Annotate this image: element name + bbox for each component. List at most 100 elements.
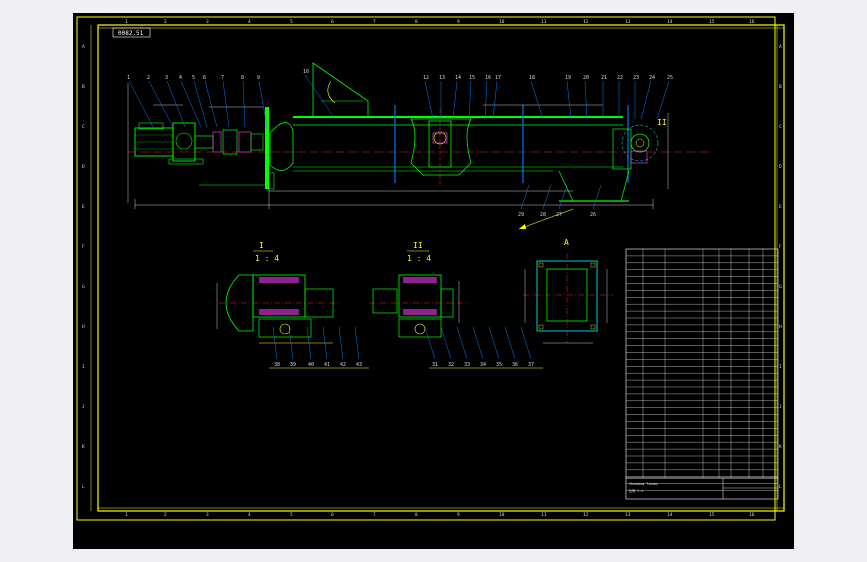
balloon-label: 37 bbox=[528, 362, 534, 368]
column-label: 16 bbox=[749, 19, 755, 25]
column-label: 3 bbox=[206, 512, 209, 518]
balloon-label: 43 bbox=[356, 362, 362, 368]
leader-line bbox=[424, 326, 436, 360]
balloon-label: 12 bbox=[423, 75, 429, 81]
balloon-label: 26 bbox=[590, 212, 596, 218]
column-label: 6 bbox=[331, 512, 334, 518]
leader-line bbox=[530, 80, 544, 120]
balloon-label: 41 bbox=[324, 362, 330, 368]
balloon-label: 20 bbox=[583, 75, 589, 81]
leader-line bbox=[148, 80, 174, 128]
leader-line bbox=[558, 184, 568, 210]
leader-line bbox=[488, 326, 500, 360]
column-label: 12 bbox=[583, 19, 589, 25]
leader-line bbox=[304, 74, 336, 120]
balloon-label: 27 bbox=[556, 212, 562, 218]
svg-text:1 : 4: 1 : 4 bbox=[407, 254, 431, 263]
column-label: 14 bbox=[667, 512, 673, 518]
svg-text:1 : 4: 1 : 4 bbox=[255, 254, 279, 263]
row-label: B bbox=[82, 84, 85, 90]
balloon-label: 3 bbox=[165, 75, 168, 81]
leader-line bbox=[424, 80, 434, 120]
column-label: 10 bbox=[499, 512, 505, 518]
row-label: L bbox=[82, 484, 85, 490]
balloon-label: 18 bbox=[529, 75, 535, 81]
leader-line bbox=[542, 184, 552, 210]
tail-bearing bbox=[630, 133, 650, 153]
balloon-label: 19 bbox=[565, 75, 571, 81]
leader-line bbox=[468, 80, 472, 120]
row-label: K bbox=[82, 444, 85, 450]
column-label: 12 bbox=[583, 512, 589, 518]
detail-ii-callout bbox=[621, 124, 659, 162]
leader-line bbox=[288, 326, 294, 360]
parts-list-table bbox=[625, 248, 779, 500]
balloon-label: 9 bbox=[257, 75, 260, 81]
outer-frame bbox=[76, 16, 776, 521]
leader-line bbox=[484, 80, 488, 120]
main-view: II bbox=[127, 62, 713, 230]
leader-line bbox=[492, 80, 498, 120]
balloon-label: 35 bbox=[496, 362, 502, 368]
leader-line bbox=[592, 184, 602, 210]
leader-line bbox=[242, 80, 246, 128]
column-label: 13 bbox=[625, 19, 631, 25]
leader-line bbox=[640, 80, 652, 120]
column-label: 7 bbox=[373, 512, 376, 518]
row-label: C bbox=[82, 124, 85, 130]
balloon-label: 7 bbox=[221, 75, 224, 81]
row-label: E bbox=[779, 204, 782, 210]
column-label: 14 bbox=[667, 19, 673, 25]
leader-line bbox=[272, 326, 278, 360]
balloon-label: 21 bbox=[601, 75, 607, 81]
leader-line bbox=[452, 80, 458, 120]
row-label: D bbox=[82, 164, 85, 170]
row-label: H bbox=[82, 324, 85, 330]
balloon-label: 17 bbox=[495, 75, 501, 81]
column-label: 2 bbox=[164, 512, 167, 518]
column-label: 6 bbox=[331, 19, 334, 25]
leader-line bbox=[440, 326, 452, 360]
row-label: J bbox=[779, 404, 782, 410]
column-label: 4 bbox=[248, 512, 251, 518]
balloon-label: 31 bbox=[432, 362, 438, 368]
row-label: J bbox=[82, 404, 85, 410]
column-label: 3 bbox=[206, 19, 209, 25]
balloon-label: 33 bbox=[464, 362, 470, 368]
row-label: K bbox=[779, 444, 782, 450]
balloon-label: 25 bbox=[667, 75, 673, 81]
column-label: 15 bbox=[709, 19, 715, 25]
balloon-label: 32 bbox=[448, 362, 454, 368]
stamp-box bbox=[112, 27, 151, 38]
stamp-text: 0082.51 bbox=[118, 30, 144, 37]
column-label: 2 bbox=[164, 19, 167, 25]
row-label: I bbox=[82, 364, 85, 370]
row-label: L bbox=[779, 484, 782, 490]
column-label: 7 bbox=[373, 19, 376, 25]
column-label: 5 bbox=[290, 512, 293, 518]
leader-line bbox=[258, 80, 268, 128]
svg-text:II: II bbox=[657, 118, 667, 127]
balloon-label: 29 bbox=[518, 212, 524, 218]
balloon-label: 24 bbox=[649, 75, 655, 81]
column-labels: 1122334455667788991010111112121313141415… bbox=[125, 19, 755, 518]
section-i-view: I 1 : 4 bbox=[216, 241, 339, 344]
row-label: C bbox=[779, 124, 782, 130]
leader-line bbox=[656, 80, 670, 120]
svg-text:II: II bbox=[413, 241, 423, 250]
title-block-row1: Shandong Tianmu bbox=[629, 482, 658, 486]
row-label: B bbox=[779, 84, 782, 90]
column-label: 11 bbox=[541, 512, 547, 518]
row-label: F bbox=[779, 244, 782, 250]
column-label: 9 bbox=[457, 19, 460, 25]
title-block-row2: 比例 1:1 bbox=[629, 488, 643, 493]
balloon-label: 5 bbox=[192, 75, 195, 81]
balloon-label: 42 bbox=[340, 362, 346, 368]
row-label: E bbox=[82, 204, 85, 210]
column-label: 10 bbox=[499, 19, 505, 25]
column-label: 1 bbox=[125, 19, 128, 25]
